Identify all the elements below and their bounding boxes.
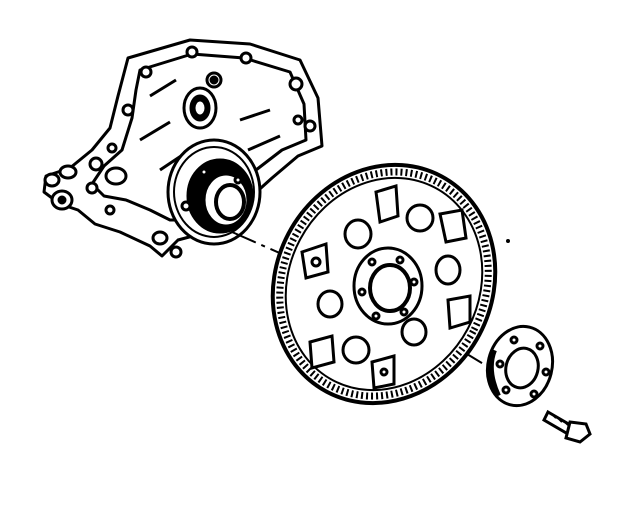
flexplate-bolt [542, 409, 592, 444]
rear-main-seal-housing [166, 138, 262, 246]
flexplate-hub [352, 246, 424, 326]
engine-block-rear [42, 38, 324, 259]
reference-dot [506, 239, 510, 243]
ring-gear-teeth [276, 168, 492, 400]
flexplate [270, 162, 498, 406]
flexplate-spacer [485, 324, 555, 408]
flexplate-holes [316, 203, 462, 365]
flexplate-pads [300, 184, 472, 390]
